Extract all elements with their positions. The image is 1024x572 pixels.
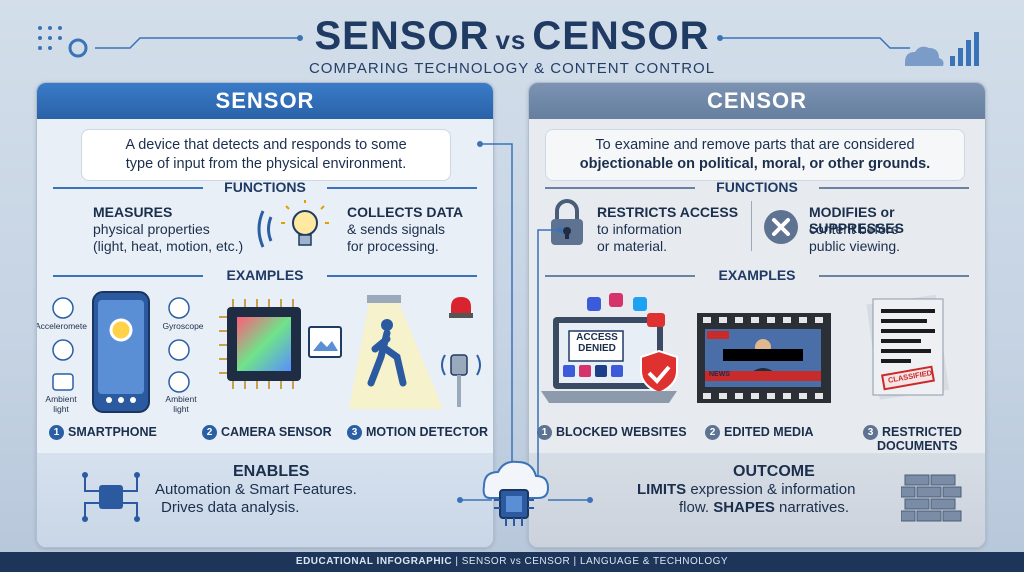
censor-outcome-title: OUTCOME [733, 463, 815, 480]
censor-examples-heading: EXAMPLES [529, 267, 985, 283]
block-x-icon [764, 210, 798, 244]
censor-fn2-title: MODIFIES or SUPPRESSES [809, 204, 904, 236]
cloud-icon [905, 46, 944, 66]
ambient-light-label-left: Ambient light [45, 394, 77, 414]
sensor-outcome-line1: Automation & Smart Features. [155, 481, 357, 498]
edited-media-film-icon [697, 313, 831, 403]
censor-definition: To examine and remove parts that are con… [545, 129, 965, 181]
brick-wall-icon [901, 474, 962, 522]
censor-fn2-line1: content before [809, 221, 899, 237]
center-connector-lines [457, 141, 593, 503]
sensor-panel: SENSOR A device that detects and respond… [36, 82, 494, 548]
censor-fn1-title: RESTRICTS ACCESS [597, 204, 739, 220]
classified-document-icon [866, 294, 950, 400]
censor-panel: CENSOR To examine and remove parts that … [528, 82, 986, 548]
motion-detector-icon [349, 295, 481, 409]
lightbulb-signal-icon [257, 200, 329, 248]
chip-network-icon [82, 472, 140, 522]
news-label: NEWS [709, 371, 730, 378]
page-subtitle: COMPARING TECHNOLOGY & CONTENT CONTROL [308, 60, 716, 77]
sensor-fn1-line2: (light, heat, motion, etc.) [93, 238, 244, 254]
sensor-outcome-line2: Drives data analysis. [161, 499, 300, 516]
functions-divider [751, 201, 752, 251]
gyroscope-label: Gyroscope [162, 321, 204, 331]
sensor-examples-heading: EXAMPLES [37, 267, 493, 283]
background-decor [38, 26, 979, 66]
censor-fn1-line2: or material. [597, 238, 668, 254]
camera-sensor-icon [219, 299, 342, 389]
sensor-definition: A device that detects and responds to so… [81, 129, 451, 181]
censor-fn2-line2: public viewing. [809, 238, 901, 254]
censor-outcome-line2: flow. SHAPES narratives. [679, 499, 850, 516]
bar-chart-icon [950, 32, 979, 66]
censor-functions-heading: FUNCTIONS [529, 179, 985, 195]
progress-ring-icon [68, 38, 88, 58]
sensor-fn2-title: COLLECTS DATA [347, 204, 464, 220]
ambient-light-label-right: Ambient light [165, 394, 197, 414]
sensor-outcome-title: ENABLES [233, 463, 310, 480]
cloud-chip-icon [482, 460, 550, 526]
padlock-icon [551, 199, 583, 245]
sensor-functions-heading: FUNCTIONS [37, 179, 493, 195]
censor-heading: CENSOR [529, 83, 985, 119]
sensor-fn1-line1: physical properties [93, 221, 210, 237]
sensor-heading: SENSOR [37, 83, 493, 119]
sensor-fn2-line1: & sends signals [347, 221, 446, 237]
sensor-fn1-title: MEASURES [93, 204, 173, 220]
censor-fn1-line1: to information [597, 221, 682, 237]
censor-outcome-line1: LIMITS expression & information [637, 481, 856, 498]
laptop-blocked-icon [541, 293, 678, 403]
accelerometer-label: Acceleromete [36, 321, 87, 331]
smartphone-icon [52, 291, 190, 413]
sensor-fn2-line2: for processing. [347, 238, 439, 254]
footer-bar: EDUCATIONAL INFOGRAPHIC | SENSOR vs CENS… [0, 552, 1024, 572]
